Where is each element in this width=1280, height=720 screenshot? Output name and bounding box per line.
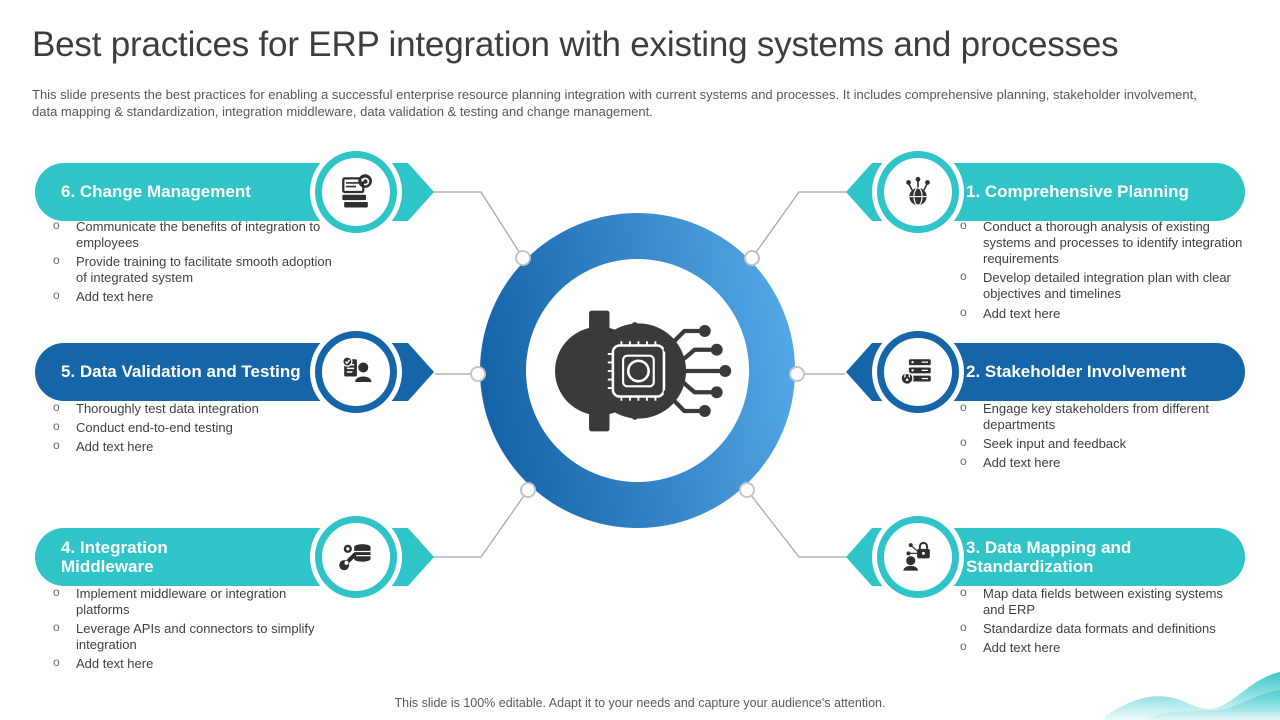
bullet-list: Engage key stakeholders from different d… <box>957 400 1245 474</box>
bullet-item: Leverage APIs and connectors to simplify… <box>50 620 336 653</box>
topic-label: 2. Stakeholder Involvement <box>966 362 1187 382</box>
bullet-item: Standardize data formats and definitions <box>957 620 1245 637</box>
bullet-item: Add text here <box>50 288 336 305</box>
node-dot <box>789 366 805 382</box>
person-lock-network-icon <box>903 541 930 571</box>
bullet-item: Add text here <box>957 639 1245 656</box>
bullet-item: Map data fields between existing systems… <box>957 585 1245 618</box>
topic-label: 1. Comprehensive Planning <box>966 182 1189 202</box>
topic-icon-circle <box>315 516 397 598</box>
bullet-item: Conduct end-to-end testing <box>50 419 336 436</box>
node-dot <box>470 366 486 382</box>
bullet-list: Thoroughly test data integration Conduct… <box>50 400 336 458</box>
topic-icon-circle <box>315 331 397 413</box>
banner-data-mapping-standardization: 3. Data Mapping and Standardization <box>902 528 1245 586</box>
global-network-icon <box>906 176 930 206</box>
bullet-item: Add text here <box>957 305 1245 322</box>
node-dot <box>744 250 760 266</box>
center-hub-ring <box>480 213 795 528</box>
slide-description: This slide presents the best practices f… <box>32 87 1197 120</box>
document-refresh-icon <box>342 174 372 208</box>
node-dot <box>739 482 755 498</box>
bullet-item: Develop detailed integration plan with c… <box>957 269 1245 302</box>
bullet-item: Add text here <box>957 454 1245 471</box>
page-title: Best practices for ERP integration with … <box>32 25 1119 64</box>
bullet-item: Add text here <box>50 438 336 455</box>
topic-label: 3. Data Mapping and Standardization <box>966 537 1132 576</box>
bullet-item: Seek input and feedback <box>957 435 1245 452</box>
banner-comprehensive-planning: 1. Comprehensive Planning <box>902 163 1245 221</box>
topic-label: 5. Data Validation and Testing <box>61 362 301 382</box>
person-checklist-icon <box>342 356 372 382</box>
topic-icon-circle <box>877 516 959 598</box>
gear-circuit-chip-icon <box>554 310 731 431</box>
wave-decoration <box>1105 672 1280 720</box>
node-dot <box>520 482 536 498</box>
bullet-list: Implement middleware or integration plat… <box>50 585 336 676</box>
topic-icon-circle <box>315 151 397 233</box>
topic-icon-circle <box>877 151 959 233</box>
bullet-list: Map data fields between existing systems… <box>957 585 1245 659</box>
footer-note: This slide is 100% editable. Adapt it to… <box>394 696 886 710</box>
bullet-list: Conduct a thorough analysis of existing … <box>957 218 1245 325</box>
bullet-item: Communicate the benefits of integration … <box>50 218 336 251</box>
topic-label: 4. Integration Middleware <box>61 537 168 576</box>
bullet-list: Communicate the benefits of integration … <box>50 218 336 309</box>
node-dot <box>515 250 531 266</box>
bullet-item: Add text here <box>50 655 336 672</box>
topic-label: 6. Change Management <box>61 182 251 202</box>
center-hub <box>526 259 749 482</box>
banner-stakeholder-involvement: 2. Stakeholder Involvement <box>902 343 1245 401</box>
bullet-item: Conduct a thorough analysis of existing … <box>957 218 1245 267</box>
bullet-item: Implement middleware or integration plat… <box>50 585 336 618</box>
bullet-item: Provide training to facilitate smooth ad… <box>50 253 336 286</box>
bullet-item: Thoroughly test data integration <box>50 400 336 417</box>
server-lock-icon <box>900 359 931 385</box>
topic-icon-circle <box>877 331 959 413</box>
wrench-database-icon <box>339 544 371 571</box>
bullet-item: Engage key stakeholders from different d… <box>957 400 1245 433</box>
